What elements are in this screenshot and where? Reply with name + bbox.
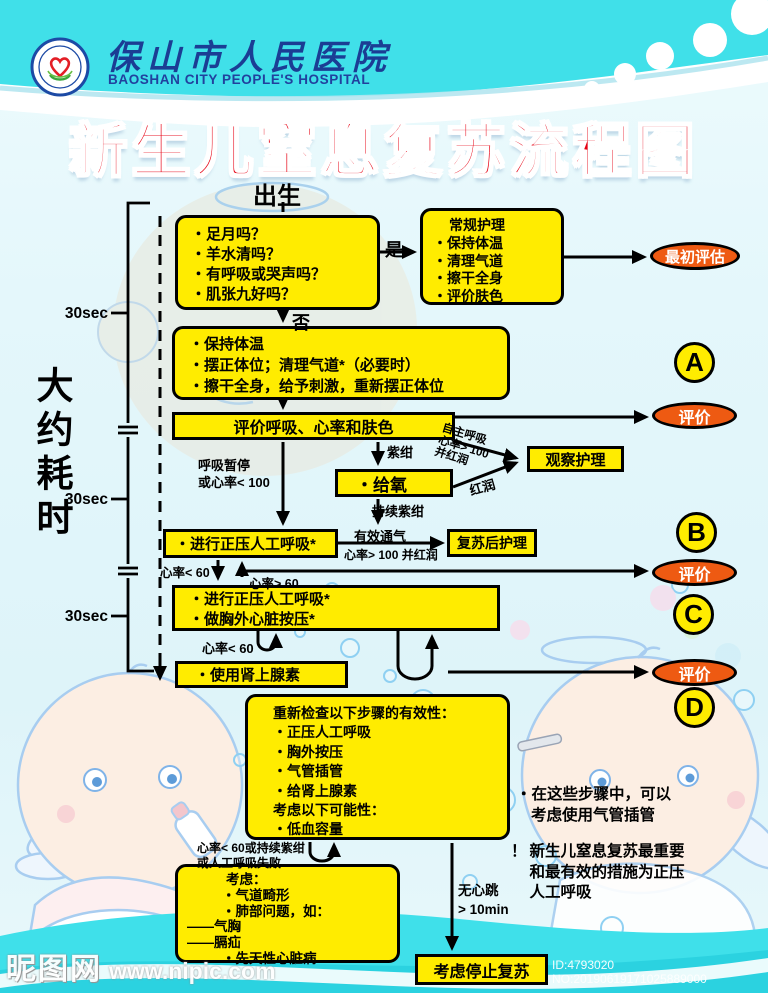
eval-ellipse-1: 评价 <box>652 402 737 429</box>
routine-care-line: ・清理气道 <box>433 252 503 269</box>
edge-pink-diag <box>452 460 519 489</box>
or-hr-lt100-label: 或心率< 100 <box>198 474 270 490</box>
recheck-line: ・给肾上腺素 <box>273 782 357 799</box>
consider-line: ——气胸 <box>187 919 241 935</box>
exclamation-marker: ！ <box>511 843 527 860</box>
question-line: ・足月吗？ <box>191 226 267 243</box>
hospital-logo <box>30 37 90 97</box>
watermark-site-url: www.nipic.com <box>109 958 276 984</box>
fail-label-2: 或人工呼吸失败 <box>197 856 282 870</box>
start-label: 出生 <box>253 183 301 210</box>
consider-line: 考虑： <box>226 872 267 887</box>
oxygen-box: ・给氧 <box>335 469 453 497</box>
warm-line: ・摆正体位；清理气道*（必要时） <box>189 357 420 374</box>
watermark: 昵图网 www.nipic.com <box>6 944 276 988</box>
note-intubation: ・在这些步骤中，可以 考虑使用气管插管 <box>516 785 671 826</box>
recheck-line: 重新检查以下步骤的有效性： <box>273 705 455 721</box>
hr100-pink-label: 心率> 100 并红润 <box>344 548 438 562</box>
timeline-mark-1: 30sec <box>64 305 108 322</box>
step-letter-d: D <box>674 687 715 728</box>
hospital-name-cn: 保山市人民医院 <box>106 38 393 78</box>
step-letter-a: A <box>674 342 715 383</box>
post-resus-box: 复苏后护理 <box>447 529 537 557</box>
edge-spont-diag <box>452 439 519 462</box>
routine-care-box: 常规护理 ・保持体温 ・清理气道 ・擦干全身 ・评价肤色 <box>420 208 564 305</box>
consider-line: ・先天性心脏病 <box>222 950 317 966</box>
note-line: 考虑使用气管插管 <box>531 806 656 824</box>
recheck-line: ・低血容量 <box>273 821 343 838</box>
thermometer-icon <box>517 733 563 752</box>
question-box: ・足月吗？ ・羊水清吗？ ・有呼吸或哭声吗？ ・肌张九好吗？ <box>175 215 380 310</box>
routine-care-line: ・擦干全身 <box>433 270 503 287</box>
routine-care-title: 常规护理 <box>449 217 505 233</box>
consider-line: ・肺部问题，如： <box>222 903 330 919</box>
assess-box: 评价呼吸、心率和肤色 <box>172 412 455 440</box>
stop-resus-box: 考虑停止复苏 <box>415 954 548 985</box>
apnea-label: 呼吸暂停 <box>198 458 251 473</box>
routine-care-line: ・评价肤色 <box>433 288 503 305</box>
timeline-mark-2: 30sec <box>64 491 108 508</box>
recheck-line: ・气管插管 <box>273 763 343 780</box>
consider-line: ・气道畸形 <box>222 887 290 903</box>
gt10min-label: > 10min <box>458 902 509 917</box>
question-line: ・羊水清吗？ <box>191 246 282 263</box>
persistent-cyanosis-label: 持续紫绀 <box>372 504 425 519</box>
note-line: 人工呼吸 <box>529 884 592 901</box>
ppv-box: ・进行正压人工呼吸* <box>163 529 338 558</box>
no-label: 否 <box>292 313 310 333</box>
timeline-mark-3: 30sec <box>64 608 108 625</box>
watermark-site-name: 昵图网 <box>6 953 102 986</box>
poster-title: 新生儿窒息复苏流程图 <box>68 118 699 185</box>
step-letter-b: B <box>676 512 717 553</box>
note-important: ！ 新生儿窒息复苏最重要 和最有效的措施为正压 人工呼吸 <box>511 842 685 904</box>
observe-care-box: 观察护理 <box>527 446 624 472</box>
yes-label: 是 <box>385 240 403 260</box>
initial-eval-ellipse: 最初评估 <box>650 242 740 270</box>
header-band <box>0 0 768 128</box>
ppv-cc-box: ・进行正压人工呼吸* ・做胸外心脏按压* <box>172 585 500 631</box>
question-line: ・有呼吸或哭声吗？ <box>191 266 327 283</box>
note-line: 和最有效的措施为正压 <box>529 863 685 881</box>
recheck-line: ・正压人工呼吸 <box>273 724 371 741</box>
epinephrine-box: ・使用肾上腺素 <box>175 661 348 688</box>
timeline-bracket <box>111 201 154 673</box>
note-line: 新生儿窒息复苏最重要 <box>529 843 685 860</box>
warm-position-box: ・保持体温 ・摆正体位；清理气道*（必要时） ・擦干全身，给予刺激，重新摆正体位 <box>172 326 510 400</box>
ppv-cc-line: ・进行正压人工呼吸* <box>189 591 330 608</box>
hr-lt60-label-b: 心率< 60 <box>202 641 254 656</box>
ppv-cc-line: ・做胸外心脏按压* <box>189 611 315 628</box>
loop-recheck <box>396 629 439 681</box>
loop-epinephrine <box>256 629 283 652</box>
eval-ellipse-2: 评价 <box>652 559 737 586</box>
warm-line: ・保持体温 <box>189 336 265 353</box>
recheck-line: 考虑以下可能性： <box>273 802 385 819</box>
consider-box: 考虑： ・气道畸形 ・肺部问题，如： ——气胸 ——膈疝 ・先天性心脏病 <box>175 864 400 966</box>
watermark-id: ID:4793020 NO:20190619171025889000 <box>552 958 707 986</box>
note-line: ・在这些步骤中，可以 <box>516 786 672 803</box>
step-letter-c: C <box>673 594 714 635</box>
consider-line: ——膈疝 <box>187 935 241 951</box>
no-heartbeat-label: 无心跳 <box>458 883 499 898</box>
hr-lt60-label-a: 心率< 60 <box>160 566 210 580</box>
eval-ellipse-3: 评价 <box>652 659 737 686</box>
timeline-label: 大约耗时 <box>31 366 72 542</box>
hospital-name-en: BAOSHAN CITY PEOPLE'S HOSPITAL <box>108 72 371 87</box>
loop-consider <box>308 842 341 863</box>
cyanosis-label: 紫绀 <box>387 445 414 460</box>
recheck-box: 重新检查以下步骤的有效性： ・正压人工呼吸 ・胸外按压 ・气管插管 ・给肾上腺素… <box>245 694 510 840</box>
routine-care-line: ・保持体温 <box>433 234 503 251</box>
recheck-line: ・胸外按压 <box>273 743 343 760</box>
effective-vent-label: 有效通气 <box>354 529 407 544</box>
header-dots <box>584 0 768 97</box>
warm-line: ・擦干全身，给予刺激，重新摆正体位 <box>189 378 445 395</box>
hr-gt60-label: 心率> 60 <box>249 577 299 591</box>
question-line: ・肌张九好吗？ <box>191 286 297 303</box>
fail-label-1: 心率< 60或持续紫绀 <box>197 841 305 855</box>
